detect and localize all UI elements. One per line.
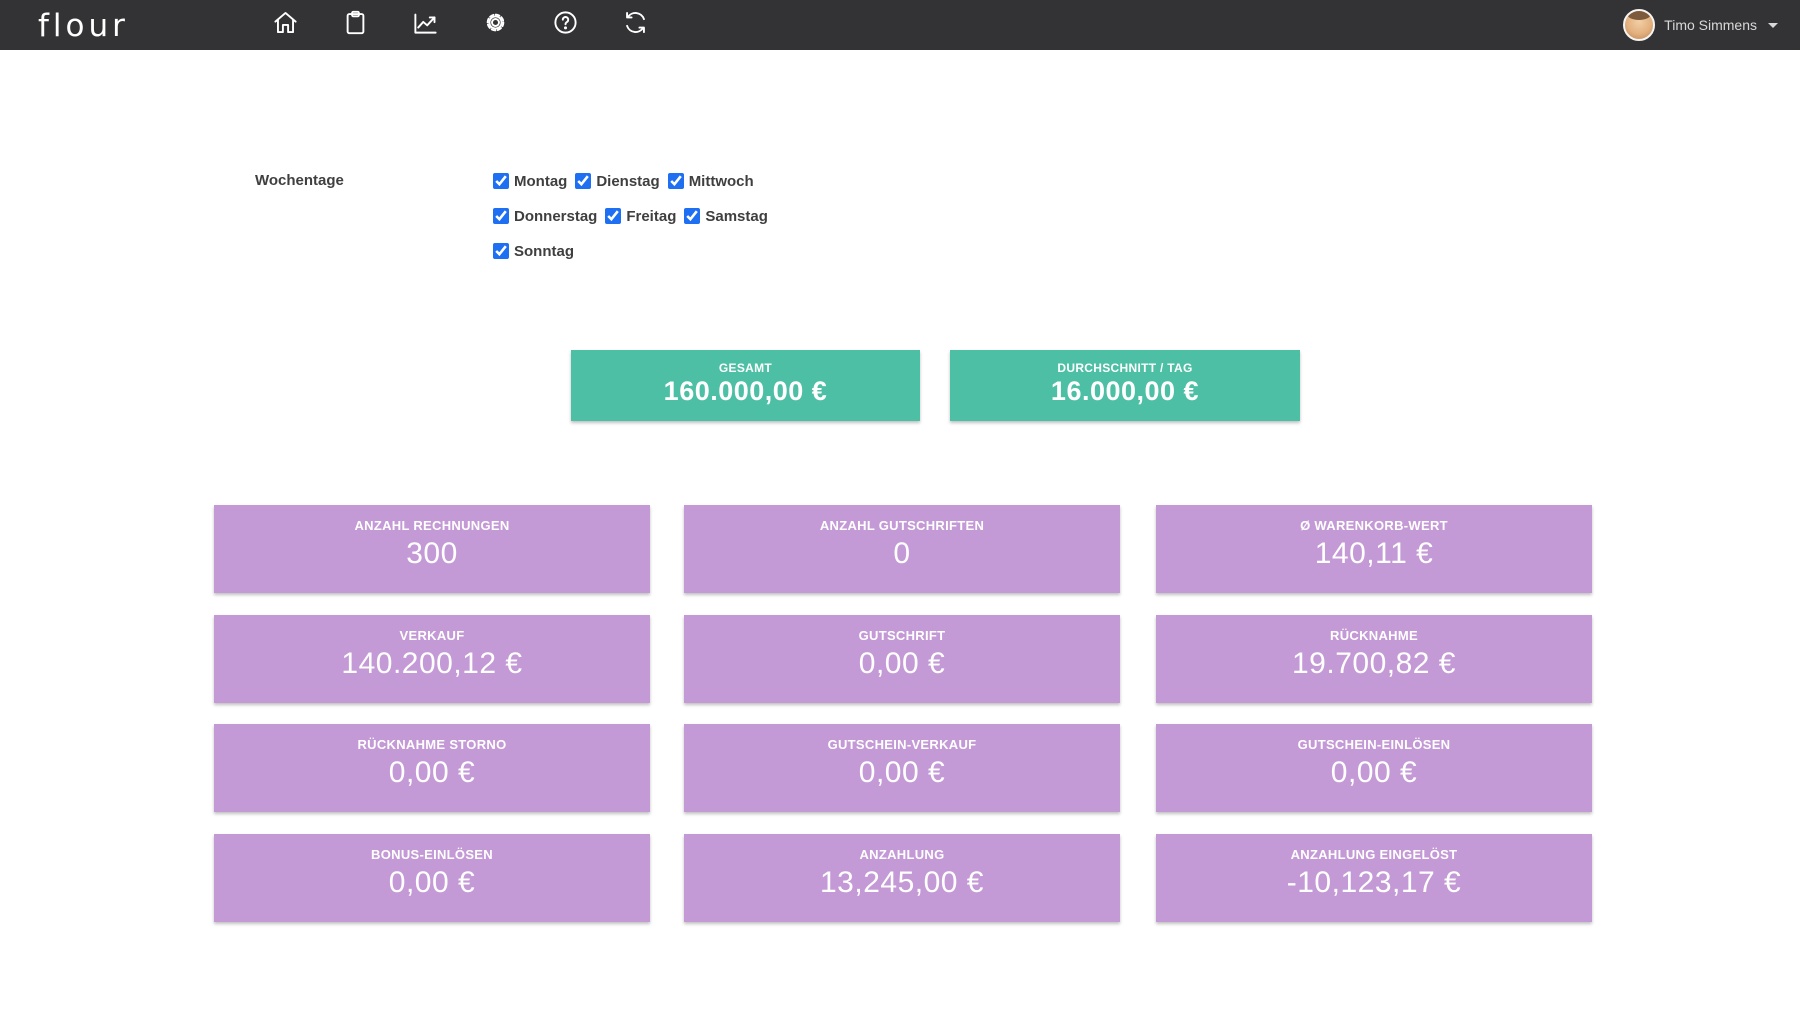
weekdays-filter-label: Wochentage (255, 172, 344, 189)
weekday-row: Donnerstag Freitag Samstag (493, 204, 776, 228)
reports-button[interactable] (405, 5, 445, 45)
help-icon (552, 9, 579, 41)
card-label: Ø WARENKORB-WERT (1300, 518, 1448, 533)
stat-card-anzahl-gutschriften: ANZAHL GUTSCHRIFTEN 0 (684, 505, 1120, 593)
stat-card-anzahl-rechnungen: ANZAHL RECHNUNGEN 300 (214, 505, 650, 593)
summary-card-durchschnitt: DURCHSCHNITT / TAG 16.000,00 € (950, 350, 1300, 421)
weekday-donnerstag: Donnerstag (493, 208, 597, 225)
card-label: ANZAHL GUTSCHRIFTEN (819, 518, 985, 533)
card-value: -10,123,17 € (1286, 866, 1462, 899)
card-value: 0,00 € (388, 866, 476, 899)
card-value: 140,11 € (1314, 537, 1434, 570)
card-label: VERKAUF (399, 628, 465, 643)
flour-logo[interactable]: flour (38, 8, 129, 44)
card-label: ANZAHL RECHNUNGEN (354, 518, 510, 533)
gear-icon (482, 9, 509, 41)
card-value: 19.700,82 € (1292, 647, 1456, 680)
settings-button[interactable] (475, 5, 515, 45)
stat-card-verkauf: VERKAUF 140.200,12 € (214, 615, 650, 703)
card-label: RÜCKNAHME STORNO (357, 737, 507, 752)
stat-card-warenkorb-wert: Ø WARENKORB-WERT 140,11 € (1156, 505, 1592, 593)
user-name: Timo Simmens (1664, 17, 1757, 33)
weekday-label[interactable]: Dienstag (596, 172, 660, 190)
weekday-sonntag: Sonntag (493, 243, 574, 260)
weekday-checkbox-donnerstag[interactable] (493, 208, 509, 224)
card-label: GESAMT (718, 361, 773, 375)
card-label: DURCHSCHNITT / TAG (1057, 361, 1193, 375)
card-value: 16.000,00 € (1050, 376, 1200, 406)
clipboard-icon (342, 9, 369, 41)
refresh-icon (622, 9, 649, 41)
avatar (1623, 9, 1656, 41)
weekday-checkbox-sonntag[interactable] (493, 243, 509, 259)
weekday-montag: Montag (493, 173, 567, 190)
home-button[interactable] (265, 5, 305, 45)
card-label: GUTSCHEIN-VERKAUF (827, 737, 977, 752)
weekday-dienstag: Dienstag (575, 172, 660, 190)
card-label: ANZAHLUNG EINGELÖST (1290, 847, 1458, 862)
weekday-label[interactable]: Mittwoch (688, 172, 754, 190)
weekday-row: Montag Dienstag Mittwoch (493, 169, 776, 193)
stat-card-anzahlung: ANZAHLUNG 13,245,00 € (684, 834, 1120, 922)
weekday-label[interactable]: Sonntag (514, 242, 574, 260)
weekday-checkbox-dienstag[interactable] (575, 173, 592, 189)
card-value: 140.200,12 € (341, 647, 523, 680)
weekday-label[interactable]: Montag (514, 172, 568, 190)
weekday-row: Sonntag (493, 239, 776, 263)
chart-icon (412, 9, 439, 41)
card-label: GUTSCHEIN-EINLÖSEN (1297, 737, 1451, 752)
card-value: 0 (893, 537, 911, 570)
weekday-label[interactable]: Donnerstag (514, 207, 598, 225)
card-value: 0,00 € (388, 756, 476, 789)
card-value: 0,00 € (858, 756, 946, 789)
weekday-label[interactable]: Samstag (705, 207, 768, 225)
card-label: GUTSCHRIFT (858, 628, 946, 643)
card-value: 0,00 € (1330, 756, 1418, 789)
weekday-checkbox-samstag[interactable] (684, 208, 701, 224)
weekday-checkbox-group: Montag Dienstag Mittwoch Donnerstag Frei… (493, 169, 776, 274)
home-icon (272, 9, 299, 41)
stat-card-ruecknahme-storno: RÜCKNAHME STORNO 0,00 € (214, 724, 650, 812)
weekday-mittwoch: Mittwoch (667, 172, 754, 190)
weekday-checkbox-freitag[interactable] (605, 208, 622, 224)
weekday-checkbox-montag[interactable] (493, 173, 509, 189)
user-menu[interactable]: Timo Simmens (1623, 0, 1778, 50)
stat-card-gutschrift: GUTSCHRIFT 0,00 € (684, 615, 1120, 703)
stat-card-gutschein-verkauf: GUTSCHEIN-VERKAUF 0,00 € (684, 724, 1120, 812)
summary-card-gesamt: GESAMT 160.000,00 € (571, 350, 920, 421)
weekday-samstag: Samstag (684, 208, 768, 225)
weekday-checkbox-mittwoch[interactable] (667, 173, 684, 189)
weekday-freitag: Freitag (605, 208, 676, 225)
help-button[interactable] (545, 5, 585, 45)
stat-card-bonus-einloesen: BONUS-EINLÖSEN 0,00 € (214, 834, 650, 922)
card-value: 13,245,00 € (820, 866, 984, 899)
stat-card-gutschein-einloesen: GUTSCHEIN-EINLÖSEN 0,00 € (1156, 724, 1592, 812)
card-value: 160.000,00 € (663, 376, 828, 406)
chevron-down-icon (1768, 22, 1778, 28)
main-nav (265, 0, 655, 50)
orders-button[interactable] (335, 5, 375, 45)
stat-card-anzahlung-eingeloest: ANZAHLUNG EINGELÖST -10,123,17 € (1156, 834, 1592, 922)
top-bar: flour (0, 0, 1800, 50)
card-label: RÜCKNAHME (1330, 628, 1418, 643)
card-value: 300 (406, 537, 458, 570)
card-value: 0,00 € (858, 647, 946, 680)
card-label: ANZAHLUNG (859, 847, 945, 862)
card-label: BONUS-EINLÖSEN (371, 847, 493, 862)
stat-card-ruecknahme: RÜCKNAHME 19.700,82 € (1156, 615, 1592, 703)
refresh-button[interactable] (615, 5, 655, 45)
weekday-label[interactable]: Freitag (626, 207, 677, 225)
